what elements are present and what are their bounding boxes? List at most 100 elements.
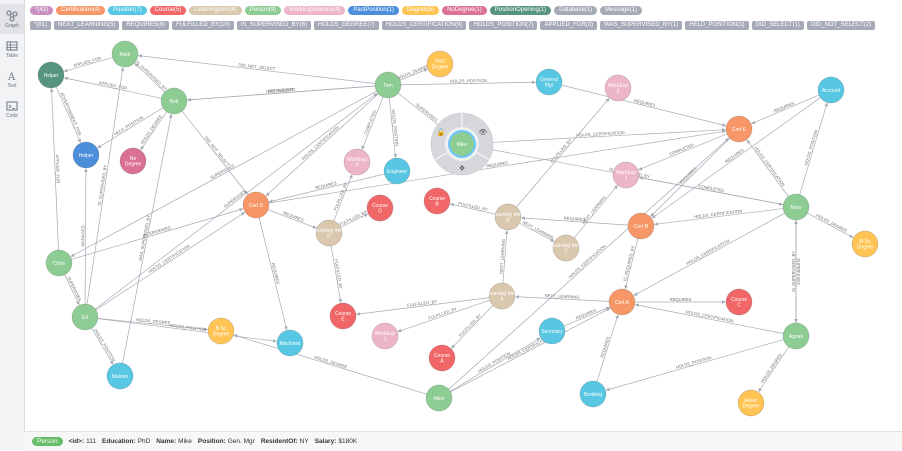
node-circle[interactable] [315, 219, 343, 247]
node-circle[interactable] [366, 194, 394, 222]
edge-line[interactable] [651, 137, 731, 216]
edge-line[interactable] [71, 208, 242, 260]
edge-line[interactable] [516, 296, 610, 302]
graph-node-chris[interactable]: Chris [45, 249, 73, 277]
edge-line[interactable] [268, 130, 725, 204]
relationship-edge[interactable]: FULFILLED_BY [355, 297, 490, 316]
relationship-type-pill[interactable]: NEXT_LEARNING(5) [54, 21, 120, 30]
graph-node-ed[interactable]: Ed [71, 303, 99, 331]
relationship-edge[interactable]: DID_NOT_SELECT [181, 110, 248, 195]
sidebar-code-button[interactable]: Code [0, 94, 24, 124]
relationship-edge[interactable]: HOLDS_POSITION [389, 97, 400, 159]
edge-line[interactable] [573, 186, 617, 239]
relationship-edge[interactable]: APPLIED_FOR [63, 56, 113, 73]
edge-line[interactable] [752, 94, 820, 124]
node-circle[interactable] [106, 362, 134, 390]
edge-line[interactable] [596, 316, 618, 382]
edge-line[interactable] [639, 133, 728, 170]
relationship-edge[interactable]: REQUIRES [563, 306, 610, 327]
node-circle[interactable] [425, 384, 453, 412]
relationship-type-pill[interactable]: HELD_POSITION(1) [685, 21, 749, 30]
edge-line[interactable] [51, 89, 59, 251]
relationship-edge[interactable]: HOLDS_POSITION [97, 318, 278, 343]
lock-icon[interactable]: 🔓 [437, 128, 446, 137]
node-label-pill[interactable]: Position(7) [108, 6, 147, 15]
edge-line[interactable] [636, 304, 784, 334]
edge-line[interactable] [330, 245, 341, 302]
node-label-pill[interactable]: *(43) [30, 6, 54, 15]
relationship-edge[interactable]: ADVERTISEMENT_FOR [55, 86, 83, 144]
sidebar-table-button[interactable]: Table [0, 34, 24, 64]
relationship-type-pill[interactable]: DID_SELECT(1) [751, 21, 804, 30]
relationship-edge[interactable]: HOLDS_DEGREE [233, 334, 427, 395]
edge-line[interactable] [747, 140, 789, 197]
node-circle[interactable] [428, 344, 456, 372]
relationship-type-pill[interactable]: REQUIRES(9) [122, 21, 170, 30]
node-circle[interactable] [160, 87, 188, 115]
edge-line[interactable] [519, 222, 553, 242]
node-label-pill[interactable]: Certification(4) [56, 6, 106, 15]
edge-line[interactable] [400, 81, 535, 86]
edge-line[interactable] [655, 208, 784, 225]
node-circle[interactable] [371, 322, 399, 350]
edge-line[interactable] [235, 335, 427, 395]
node-circle[interactable] [45, 249, 73, 277]
relationship-edge[interactable]: REQUIRES [268, 129, 727, 204]
node-circle[interactable] [374, 71, 402, 99]
edge-line[interactable] [84, 169, 87, 305]
edge-line[interactable] [95, 93, 377, 310]
node-circle[interactable] [535, 68, 563, 96]
node-label-pill[interactable]: NoDegree(1) [442, 6, 487, 15]
relationship-edge[interactable]: HOLDS_DEGREE [396, 63, 430, 81]
edge-line[interactable] [522, 217, 629, 226]
edge-line[interactable] [72, 90, 377, 257]
node-circle[interactable] [242, 191, 270, 219]
relationship-edge[interactable]: HOLDS_CERTIFICATION [265, 93, 379, 197]
relationship-edge[interactable]: HOLDS_DEGREE [807, 213, 854, 238]
relationship-edge[interactable]: COMPLETED [638, 176, 784, 205]
relationship-edge[interactable]: NEXT_LEARNING [573, 185, 618, 239]
expand-icon[interactable]: ✥ [459, 165, 465, 173]
graph-node-certa[interactable]: Cert A [608, 288, 636, 316]
edge-line[interactable] [258, 217, 287, 329]
edge-line[interactable] [64, 274, 79, 304]
edge-line[interactable] [607, 339, 784, 391]
node-circle[interactable] [817, 76, 845, 104]
relationship-edge[interactable]: MANAGED [80, 167, 88, 305]
relationship-edge[interactable]: REQUIRES [561, 84, 727, 127]
graph-node-alice[interactable]: Alice [425, 384, 453, 412]
graph-node-tom[interactable]: Tom [374, 71, 402, 99]
relationship-edge[interactable]: IS_SUPERVISED_BY [86, 66, 125, 305]
relationship-edge[interactable]: HOLDS_CERTIFICATION [653, 208, 784, 226]
graph-node-mark[interactable]: Mark [111, 40, 139, 68]
graph-node-mary[interactable]: Mary [782, 193, 810, 221]
edge-line[interactable] [474, 129, 725, 144]
node-circle[interactable] [579, 380, 607, 408]
node-circle[interactable] [612, 161, 640, 189]
graph-node-machinist[interactable]: Machinist [276, 329, 304, 357]
graph-node-certb[interactable]: Cert B [627, 212, 655, 240]
eye-off-icon[interactable]: 👁 [478, 129, 487, 137]
edge-line[interactable] [86, 68, 124, 305]
edge-line[interactable] [188, 85, 376, 101]
node-circle[interactable] [423, 187, 451, 215]
edge-line[interactable] [139, 55, 376, 84]
edge-line[interactable] [502, 231, 508, 284]
relationship-edge[interactable]: DID_NOT_SELECT [137, 54, 376, 84]
relationship-edge[interactable]: FULFILLED_BY [339, 209, 369, 228]
graph-node-bob[interactable]: Bob [160, 87, 188, 115]
node-circle[interactable] [851, 230, 879, 258]
node-circle[interactable] [488, 282, 516, 310]
relationship-edge[interactable]: HOLDS_CERTIFICATION [474, 128, 727, 144]
